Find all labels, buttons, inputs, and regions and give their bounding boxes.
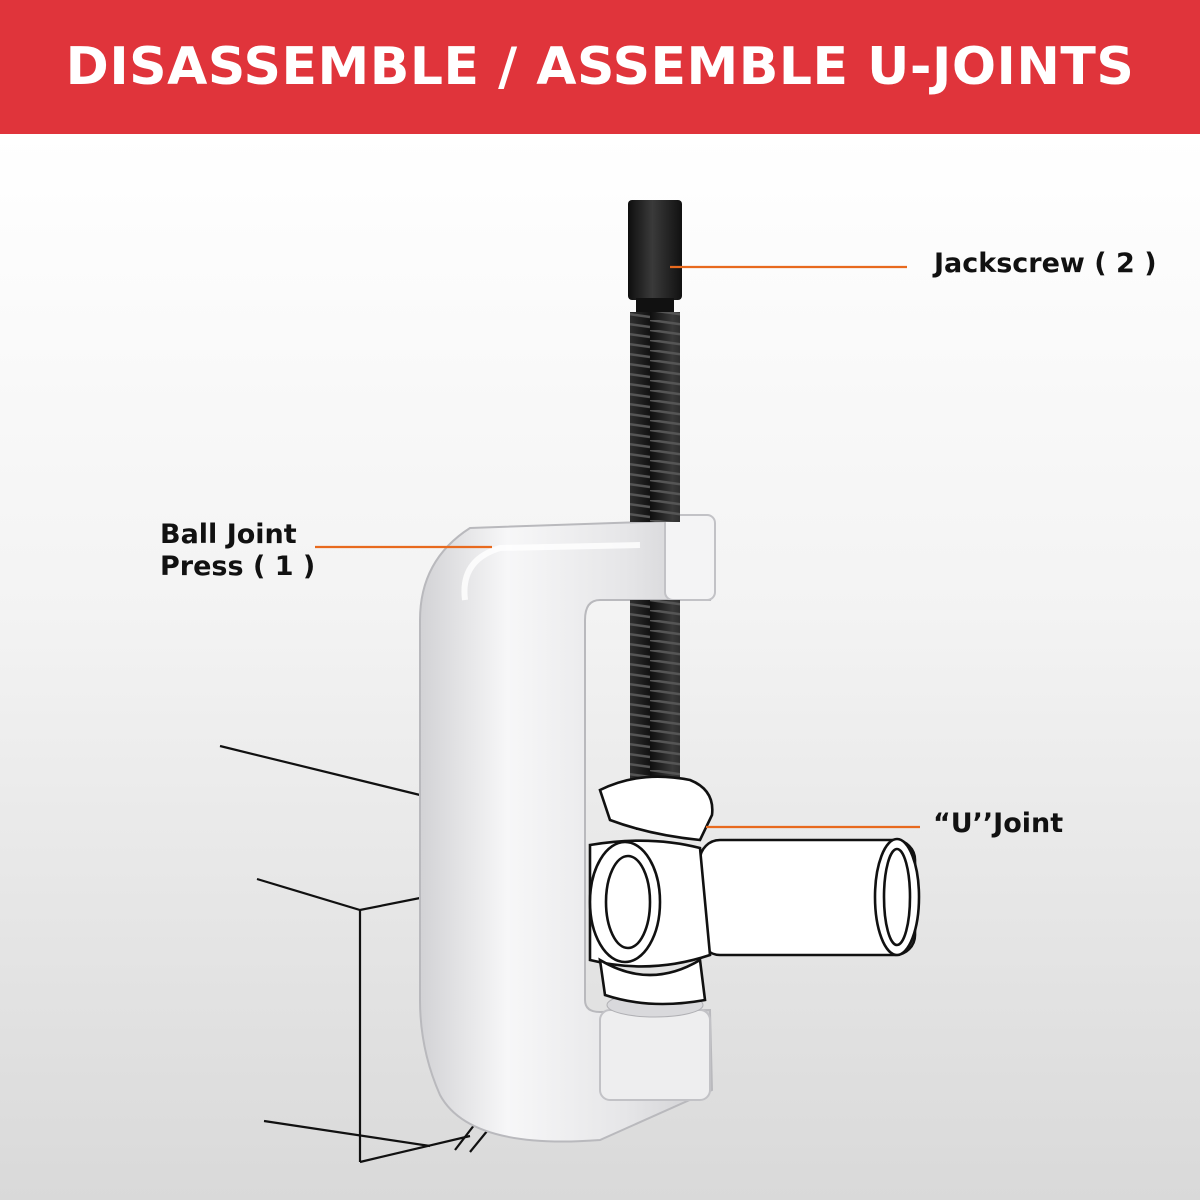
u-joint-line-art bbox=[588, 775, 921, 1006]
jackscrew bbox=[628, 200, 682, 830]
banner-title: DISASSEMBLE / ASSEMBLE U-JOINTS bbox=[65, 37, 1135, 97]
ball-joint-press-label: Ball Joint Press ( 1 ) bbox=[160, 519, 315, 583]
ball-joint-press-label-line1: Ball Joint bbox=[160, 519, 297, 550]
jackscrew-label: Jackscrew ( 2 ) bbox=[934, 248, 1157, 279]
ball-joint-press-frame bbox=[419, 514, 716, 1143]
product-scene bbox=[0, 134, 1200, 1200]
callout-leader-lines bbox=[315, 265, 920, 829]
title-banner: DISASSEMBLE / ASSEMBLE U-JOINTS bbox=[0, 0, 1200, 134]
ball-joint-press-label-line2: Press ( 1 ) bbox=[160, 551, 316, 582]
u-joint-label: “U’’Joint bbox=[933, 808, 1064, 839]
vise-line-art bbox=[219, 744, 493, 1164]
